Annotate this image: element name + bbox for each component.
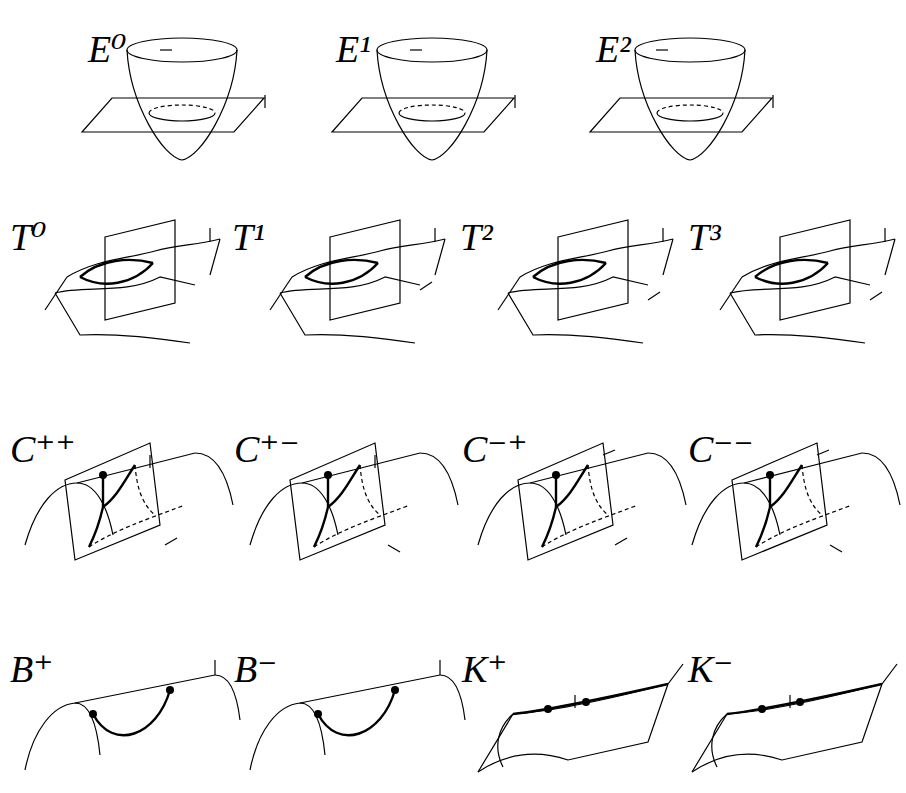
figure-label: C⁺⁻ xyxy=(234,430,299,468)
figure-label: E¹ xyxy=(336,30,371,68)
figure-label: T¹ xyxy=(232,218,265,256)
figure-label: B⁺ xyxy=(10,650,53,688)
figure-label: C⁻⁺ xyxy=(462,430,527,468)
figure-label: C⁻⁻ xyxy=(688,430,753,468)
figure-label: E⁰ xyxy=(88,30,126,68)
figure-label: T² xyxy=(460,218,493,256)
figure-label: E² xyxy=(596,30,631,68)
figure-label: T³ xyxy=(688,218,721,256)
figure-label: B⁻ xyxy=(234,650,277,688)
figure-label: C⁺⁺ xyxy=(10,430,75,468)
figure-label: T⁰ xyxy=(10,218,46,256)
figure-label: K⁺ xyxy=(462,650,507,688)
figure-label: K⁻ xyxy=(688,650,733,688)
